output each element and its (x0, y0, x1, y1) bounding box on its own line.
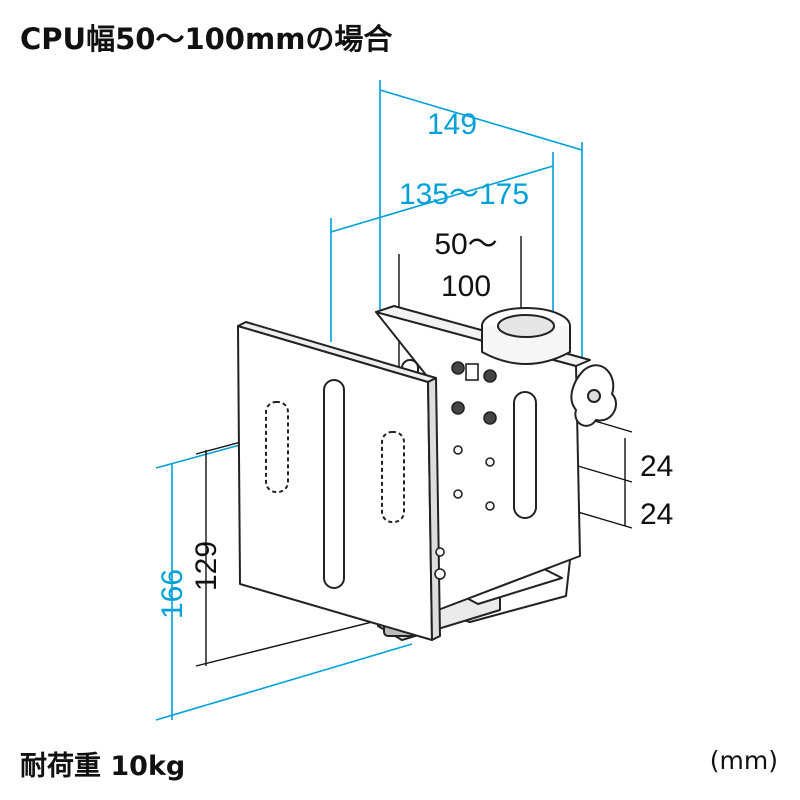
dimension-cpu-width-line2: 100 (441, 270, 491, 303)
load-capacity-label: 耐荷重 10kg (20, 751, 186, 782)
unit-label: (mm) (709, 746, 778, 775)
dimension-lines-cyan (155, 80, 583, 721)
mounting-bracket (237, 305, 617, 641)
dimension-adjustable-width: 135〜175 (399, 178, 529, 211)
page-title: CPU幅50〜100mmの場合 (20, 22, 393, 56)
dimension-inner-height: 129 (190, 541, 223, 591)
vesa-holes (434, 361, 497, 580)
dimension-overall-height: 166 (156, 569, 189, 619)
dimension-overall-width: 149 (427, 108, 477, 141)
dimension-hole-pitch-1: 24 (640, 450, 673, 483)
dimension-cpu-width-line1: 50〜 (434, 228, 497, 261)
dimension-hole-pitch-2: 24 (640, 498, 673, 531)
